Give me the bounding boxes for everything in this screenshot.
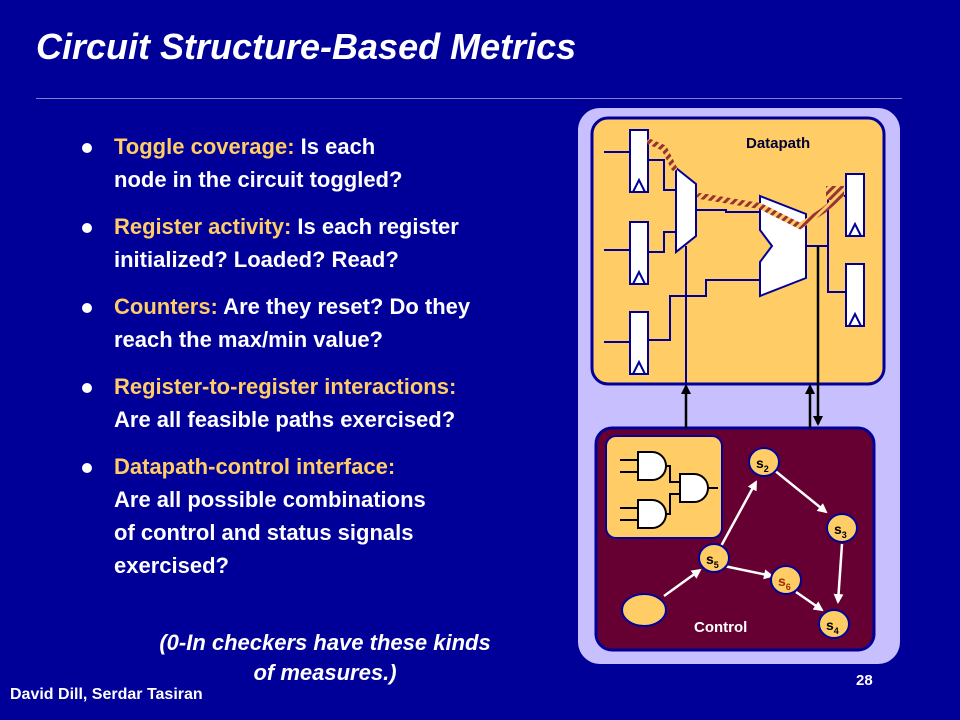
svg-text:s5: s5 [706,551,719,570]
register-5 [845,263,865,327]
bullet-text: exercised? [114,553,229,578]
bullet-keyword: Register-to-register interactions: [114,374,457,399]
control-label: Control [694,619,747,636]
bullet-dot [82,303,92,313]
bullet-counters: Counters: Are they reset? Do they reach t… [82,290,562,356]
note-line: of measures.) [253,660,397,685]
control-signals [681,246,823,428]
bullet-register-interactions: Register-to-register interactions: Are al… [82,370,562,436]
hatched-block [826,186,844,200]
bullet-dot [82,143,92,153]
bullet-datapath-control: Datapath-control interface: Are all possi… [82,450,562,582]
bullet-text: Is each register [291,214,459,239]
state-s4: s4 [818,609,850,639]
bullet-dot [82,463,92,473]
register-4 [845,173,865,237]
datapath-label: Datapath [746,135,810,152]
bullet-text: Is each [294,134,376,159]
bullet-toggle-coverage: Toggle coverage: Is each node in the circ… [82,130,562,196]
bullet-text: node in the circuit toggled? [114,167,403,192]
slide-title: Circuit Structure-Based Metrics [36,26,577,67]
toggled-path [647,139,841,230]
bullet-text: reach the max/min value? [114,327,383,352]
bullet-keyword: Counters: [114,294,218,319]
note-line: (0-In checkers have these kinds [159,630,491,655]
register-3 [604,311,649,375]
state-s6: s6 [770,565,802,595]
authors: David Dill, Serdar Tasiran [10,686,203,703]
svg-text:s6: s6 [778,573,791,592]
svg-text:s3: s3 [834,521,847,540]
checker-note: (0-In checkers have these kinds of measu… [90,628,560,688]
logic-block [605,435,723,539]
bullet-dot [82,223,92,233]
bullet-list: Toggle coverage: Is each node in the circ… [82,130,562,596]
bullet-dot [82,383,92,393]
bullet-text: of control and status signals [114,520,414,545]
state-s3: s3 [826,513,858,543]
state-s2: s2 [748,447,780,477]
state-s5: s5 [698,543,730,573]
bullet-text: Are all possible combinations [114,487,426,512]
bullet-register-activity: Register activity: Is each register initi… [82,210,562,276]
svg-text:s2: s2 [756,455,769,474]
title-divider [36,98,902,99]
bullet-text: Are all feasible paths exercised? [114,407,456,432]
bullet-text: initialized? Loaded? Read? [114,247,399,272]
mux [675,165,697,255]
bullet-keyword: Toggle coverage: [114,134,295,159]
bullet-text: Are they reset? Do they [217,294,471,319]
initial-state [621,593,667,627]
logic-gates [620,451,718,529]
page-number: 28 [856,672,873,689]
bullet-keyword: Datapath-control interface: [114,454,396,479]
state-transitions [663,469,844,612]
bullet-keyword: Register activity: [114,214,292,239]
svg-text:s4: s4 [826,617,839,636]
